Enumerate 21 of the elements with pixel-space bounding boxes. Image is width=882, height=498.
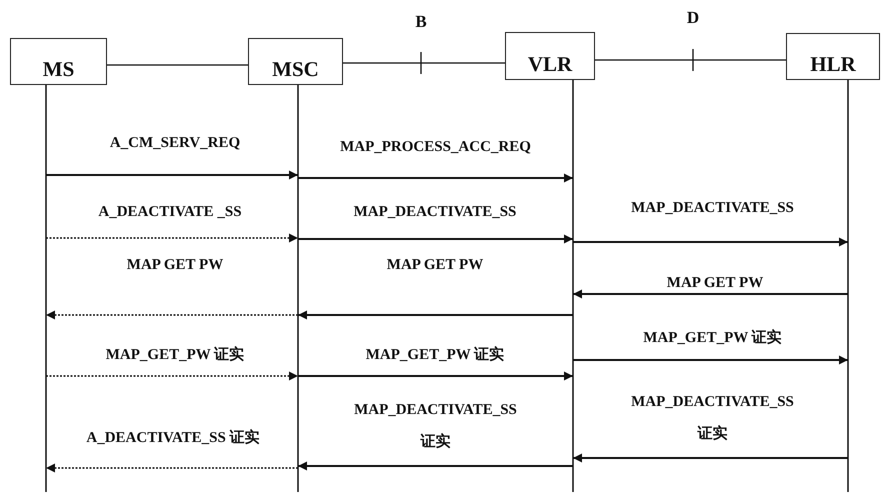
message-arrow [298,462,573,470]
message-arrow [573,238,848,246]
message-arrow [573,290,848,298]
interface-line [107,64,248,66]
entity-box: MSC [248,38,343,85]
message-arrow [573,356,848,364]
message-arrow [46,234,298,242]
message-arrow [298,174,573,182]
entity-box: MS [10,38,107,85]
message-arrow [573,454,848,462]
message-arrow [46,464,298,472]
message-arrow [298,310,573,320]
interface-line [594,48,787,72]
message-arrow [298,234,573,244]
message-arrow [46,170,298,180]
interface-line [342,51,506,75]
message-arrow [46,372,298,380]
message-arrow [298,372,573,380]
entity-box: HLR [786,33,880,80]
message-arrow [46,310,298,320]
entity-box: VLR [505,32,595,80]
